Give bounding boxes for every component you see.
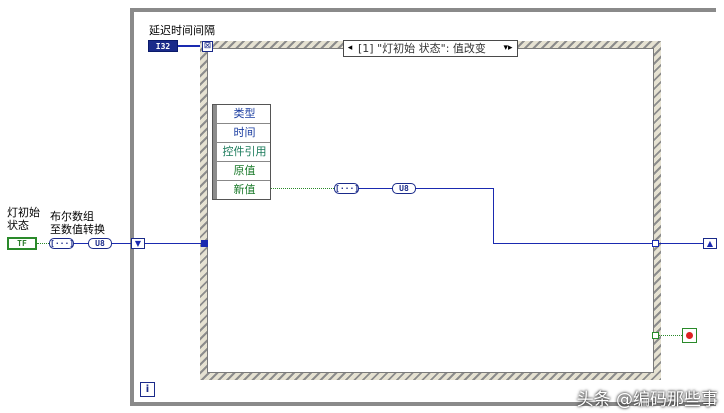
bool-array-to-number-node-inner[interactable]: [···] (334, 183, 360, 194)
stop-tunnel[interactable] (652, 332, 659, 339)
u8-convert-left[interactable]: U8 (88, 238, 112, 249)
selector-dropdown-icon[interactable]: ▾▸ (503, 43, 513, 53)
node-left-bar (213, 105, 217, 199)
bool-array-to-number-node[interactable]: [···] (49, 238, 75, 249)
delay-label: 延迟时间间隔 (149, 24, 215, 37)
stop-dot-icon (686, 332, 693, 339)
while-loop-frame[interactable] (130, 8, 716, 406)
shift-register-left-icon[interactable]: ▼ (131, 238, 145, 249)
wire-delay[interactable] (178, 45, 204, 47)
tf-control[interactable]: TF (7, 237, 37, 250)
event-case-selector[interactable]: ◂ [1] "灯初始 状态": 值改变 ▾▸ (343, 40, 518, 57)
wire-shift-in[interactable] (145, 243, 203, 244)
light-init-label: 灯初始 状态 (7, 206, 40, 232)
stop-condition-icon[interactable] (682, 328, 697, 343)
event-tunnel-in[interactable] (201, 240, 208, 247)
event-structure-diagram[interactable] (207, 48, 654, 373)
wire-u8-left[interactable] (112, 243, 132, 244)
i32-constant[interactable]: I32 (148, 40, 178, 52)
wire-newval[interactable] (271, 188, 334, 189)
watermark: 头条 @编码那些事 (576, 390, 718, 410)
wire-array-left[interactable] (74, 243, 88, 244)
wire-to-tunnel[interactable] (493, 243, 652, 244)
event-data-node[interactable]: 类型 时间 控件引用 原值 新值 (212, 104, 271, 200)
u8-convert-right[interactable]: U8 (392, 183, 416, 194)
wire-bool[interactable] (37, 243, 49, 244)
iteration-terminal-icon[interactable]: i (140, 382, 155, 397)
selector-text: [1] "灯初始 状态": 值改变 (358, 42, 486, 55)
wire-u8-right-v[interactable] (493, 188, 494, 244)
wire-shift-out[interactable] (659, 243, 703, 244)
node-row-oldval[interactable]: 原值 (213, 162, 270, 181)
wire-u8-right-h[interactable] (416, 188, 494, 189)
node-row-time[interactable]: 时间 (213, 124, 270, 143)
timeout-terminal-icon[interactable]: ⊠ (202, 41, 213, 52)
node-row-newval[interactable]: 新值 (233, 183, 256, 196)
bool-array-convert-label: 布尔数组 至数值转换 (50, 210, 105, 236)
shift-register-right-icon[interactable]: ▲ (703, 238, 717, 249)
wire-stop[interactable] (659, 335, 682, 336)
event-tunnel-out[interactable] (652, 240, 659, 247)
node-row-ctlref[interactable]: 控件引用 (213, 143, 270, 162)
selector-decrement-icon[interactable]: ◂ (347, 43, 353, 53)
wire-array-right[interactable] (359, 188, 392, 189)
node-row-type[interactable]: 类型 (213, 105, 270, 124)
